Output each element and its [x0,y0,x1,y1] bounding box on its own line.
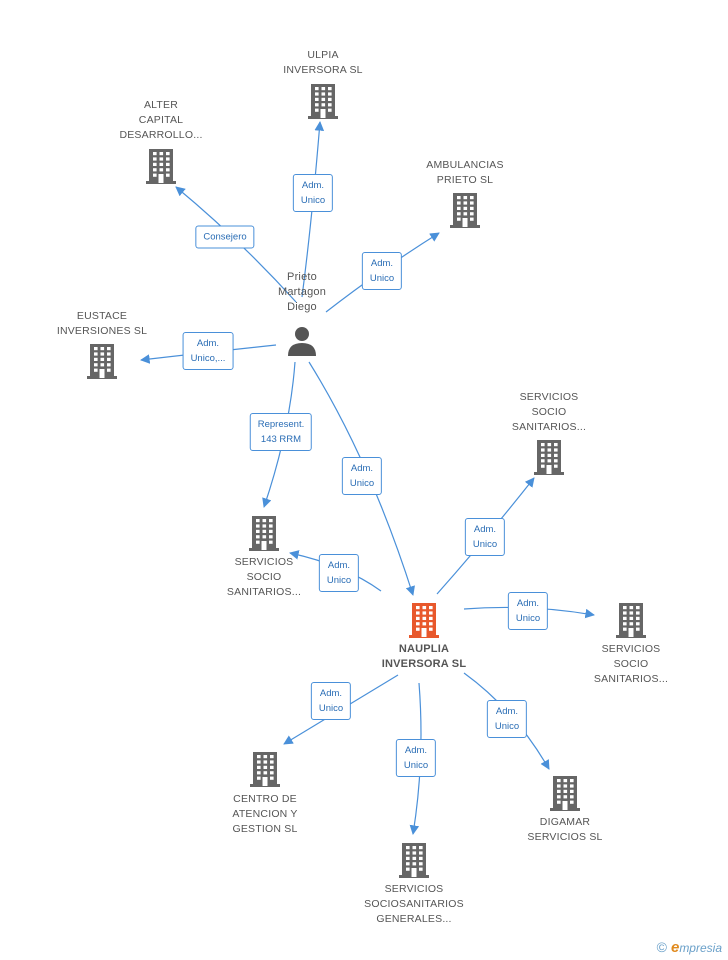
building-icon [449,192,481,228]
relation-label[interactable]: Consejero [195,225,255,249]
person-node[interactable]: Prieto Martagon Diego [227,270,377,356]
node-label: CENTRO DE ATENCION Y GESTION SL [232,793,298,835]
company-node-ulpia[interactable]: ULPIA INVERSORA SL [248,48,398,119]
company-node-alter[interactable]: ALTER CAPITAL DESARROLLO... [86,98,236,184]
node-label: ULPIA INVERSORA SL [283,49,363,76]
company-node-eustace[interactable]: EUSTACE INVERSIONES SL [27,309,177,379]
relation-label[interactable]: Represent. 143 RRM [249,413,313,451]
relation-label[interactable]: Adm. Unico [464,518,506,556]
copyright-symbol: © [656,939,667,955]
brand-initial: e [670,939,680,956]
node-label: SERVICIOS SOCIOSANITARIOS GENERALES... [364,883,464,925]
building-icon [145,148,177,184]
relation-label[interactable]: Adm. Unico [486,700,528,738]
building-icon [533,439,565,475]
center-company-node[interactable]: NAUPLIA INVERSORA SL [349,602,499,672]
node-label: SERVICIOS SOCIO SANITARIOS... [226,556,302,598]
company-node-servicios-bottom[interactable]: SERVICIOS SOCIOSANITARIOS GENERALES... [339,842,489,927]
company-node-servicios-left[interactable]: SERVICIOS SOCIO SANITARIOS... [189,515,339,600]
company-node-ambulancias[interactable]: AMBULANCIAS PRIETO SL [390,158,540,228]
building-icon [549,775,581,811]
node-label: SERVICIOS SOCIO SANITARIOS... [593,643,669,685]
building-icon [248,515,280,551]
footer-brand: ©empresia [657,939,722,956]
relation-label[interactable]: Adm. Unico [292,174,334,212]
company-node-servicios-right[interactable]: SERVICIOS SOCIO SANITARIOS... [556,602,706,687]
relation-label[interactable]: Adm. Unico [341,457,383,495]
building-icon [249,751,281,787]
building-icon [398,842,430,878]
relation-label[interactable]: Adm. Unico [395,739,437,777]
relation-edge-person-to-ulpia [301,121,325,298]
node-label: NAUPLIA INVERSORA SL [381,643,467,670]
node-label: DIGAMAR SERVICIOS SL [527,816,603,843]
node-label: Prieto Martagon Diego [277,271,327,313]
node-label: ALTER CAPITAL DESARROLLO... [119,99,203,141]
node-label: AMBULANCIAS PRIETO SL [426,159,504,186]
relation-label[interactable]: Adm. Unico [310,682,352,720]
relation-label[interactable]: Adm. Unico [318,554,360,592]
company-node-digamar[interactable]: DIGAMAR SERVICIOS SL [490,775,640,845]
building-icon [86,343,118,379]
relation-label[interactable]: Adm. Unico [361,252,403,290]
building-icon [615,602,647,638]
building-icon [307,83,339,119]
company-node-centro[interactable]: CENTRO DE ATENCION Y GESTION SL [190,751,340,837]
node-label: EUSTACE INVERSIONES SL [56,310,148,337]
relation-label[interactable]: Adm. Unico [507,592,549,630]
person-icon [287,326,317,356]
relation-label[interactable]: Adm. Unico,... [182,332,234,370]
brand-name: mpresia [679,941,722,955]
node-label: SERVICIOS SOCIO SANITARIOS... [511,391,587,433]
building-icon [408,602,440,638]
company-node-servicios-top[interactable]: SERVICIOS SOCIO SANITARIOS... [474,390,624,475]
